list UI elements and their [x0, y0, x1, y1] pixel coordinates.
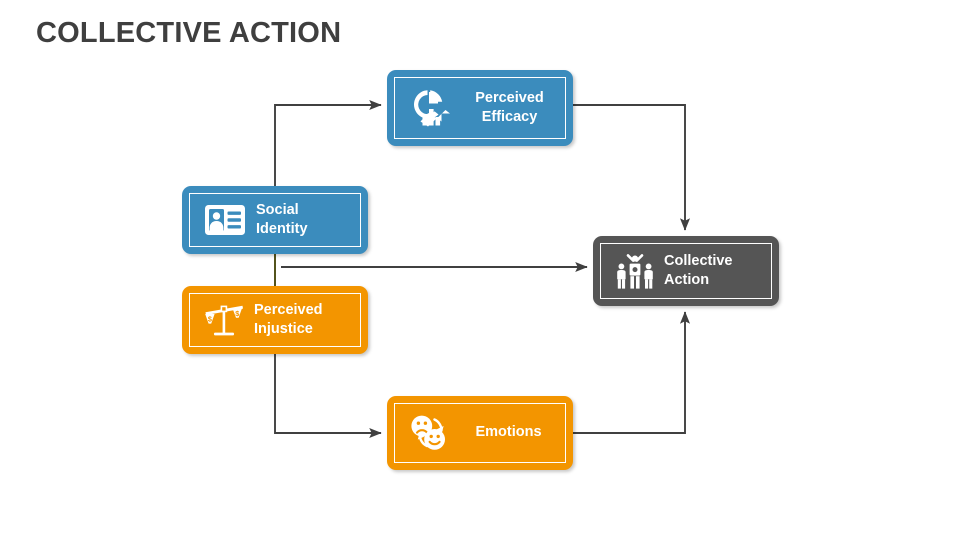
- node-label: Collective Action: [664, 252, 733, 288]
- node-collective-action[interactable]: Collective Action: [593, 236, 779, 306]
- group-of-people-icon: [606, 251, 664, 291]
- node-inner-frame: Social Identity: [189, 193, 361, 247]
- connector-emotions-to-collective-action: [573, 311, 691, 434]
- node-inner-frame: $ $ Perceived Injustice: [189, 293, 361, 347]
- node-label: Perceived Injustice: [254, 301, 323, 337]
- id-card-icon: [194, 204, 256, 236]
- node-perceived-efficacy[interactable]: Perceived Efficacy: [387, 70, 573, 146]
- node-label: Emotions: [475, 424, 542, 441]
- node-social-identity[interactable]: Social Identity: [182, 186, 368, 254]
- node-label: Social Identity: [256, 201, 308, 237]
- node-perceived-injustice[interactable]: $ $ Perceived Injustice: [182, 286, 368, 354]
- node-inner-frame: Collective Action: [600, 243, 772, 299]
- node-label: Perceived Efficacy: [475, 89, 544, 125]
- sad-happy-faces-icon: [400, 412, 462, 454]
- node-inner-frame: Perceived Efficacy: [394, 77, 566, 139]
- node-inner-frame: Emotions: [394, 403, 566, 463]
- page-title: COLLECTIVE ACTION: [36, 17, 342, 49]
- connector-social-identity-to-perceived-efficacy: [274, 99, 382, 186]
- connector-perceived-efficacy-to-collective-action: [573, 104, 691, 231]
- connector-perceived-injustice-to-emotions: [274, 354, 382, 439]
- svg-text:$: $: [208, 315, 212, 324]
- svg-text:$: $: [235, 309, 239, 318]
- clock-bar-chart-icon: [400, 87, 462, 129]
- unbalanced-scales-icon: $ $: [194, 300, 254, 340]
- node-emotions[interactable]: Emotions: [387, 396, 573, 470]
